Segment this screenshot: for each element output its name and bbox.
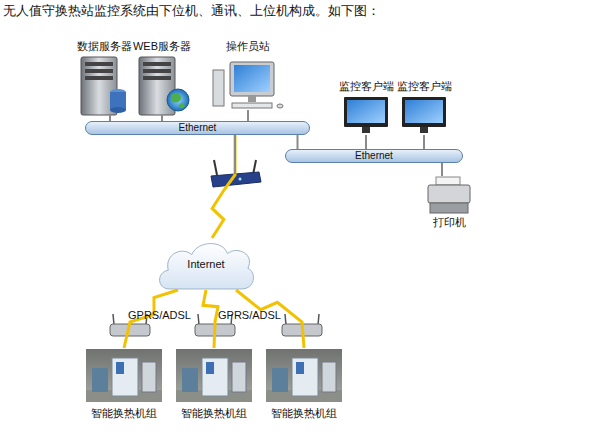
monitor-screen (234, 65, 270, 92)
diagram-title: 无人值守换热站监控系统由下位机、通讯、上位机构成。如下图： (3, 3, 380, 19)
wireless-link (212, 135, 235, 238)
monitor-frame (402, 97, 446, 127)
unit-node: 智能换热机组 (265, 348, 343, 420)
node-label: Internet (187, 258, 224, 271)
monitor-frame (230, 62, 274, 96)
server-icon (139, 57, 189, 115)
pc-tower (213, 70, 224, 106)
monitor-stand (248, 96, 256, 102)
wireless-link (203, 290, 218, 348)
ethernet-bus: Ethernet (85, 121, 310, 135)
unit-cabinet (292, 358, 318, 396)
drive-bay (85, 62, 113, 66)
unit-panel (206, 362, 214, 374)
network-cable (423, 135, 425, 149)
unit-node: 智能换热机组 (85, 348, 163, 420)
photo-room (86, 349, 162, 402)
antenna (318, 314, 319, 325)
monitor-screen (347, 100, 385, 123)
printer-tray (430, 203, 468, 213)
network-cable (365, 135, 367, 149)
client-node: 监控客户端 (396, 80, 452, 135)
node-label: Ethernet (355, 150, 393, 162)
globe-land (171, 93, 185, 108)
node-label: 监控客户端 (397, 80, 452, 93)
router-wire (234, 135, 236, 174)
monitor-stand (420, 127, 428, 133)
photo-room (266, 349, 342, 402)
printer-paper (436, 177, 460, 185)
network-cable (247, 110, 249, 121)
printer-icon (428, 177, 470, 213)
unit-pump (92, 368, 108, 392)
monitor-icon (402, 97, 446, 133)
node-label: 操作员站 (226, 40, 270, 53)
server-node: 数据服务器 (73, 40, 135, 115)
node-label: WEB服务器 (133, 40, 191, 53)
drive-bay (85, 69, 113, 73)
database-bottom (110, 107, 126, 113)
unit-panel (296, 362, 304, 374)
node-label: 智能换热机组 (91, 407, 157, 420)
node-label: 数据服务器 (77, 40, 132, 53)
node-label: 打印机 (433, 216, 466, 229)
cloud-shape (160, 244, 254, 289)
workstation-node: 操作员站 (210, 40, 286, 110)
client-node: 监控客户端 (338, 80, 394, 135)
unit-cabinet (112, 358, 138, 396)
monitor-screen (405, 100, 443, 123)
keyboard (232, 103, 272, 108)
monitor-frame (344, 97, 388, 127)
unit-pump (272, 368, 288, 392)
unit-pump (182, 368, 198, 392)
node-label: 监控客户端 (339, 80, 394, 93)
drive-bay (143, 76, 171, 80)
unit-exchanger (232, 362, 246, 392)
globe-symbol (167, 89, 189, 111)
printer-body (428, 185, 470, 203)
internet-cloud: Internet (155, 238, 257, 290)
antenna (214, 160, 217, 175)
unit-exchanger (142, 362, 156, 392)
server-node: WEB服务器 (131, 40, 193, 115)
node-label: 智能换热机组 (181, 407, 247, 420)
unit-node: 智能换热机组 (175, 348, 253, 420)
unit-photo (266, 349, 342, 402)
mouse (277, 104, 283, 108)
unit-panel (116, 362, 124, 374)
antenna (198, 314, 199, 325)
server-icon (81, 57, 126, 115)
drive-bay (143, 62, 171, 66)
printer-node: 打印机 (421, 176, 477, 229)
network-cable (441, 163, 443, 176)
unit-photo (176, 349, 252, 402)
network-cable (297, 135, 299, 149)
node-label: Ethernet (179, 122, 217, 134)
node-label: 智能换热机组 (271, 407, 337, 420)
drive-bay (85, 76, 113, 80)
workstation-icon (213, 62, 283, 108)
unit-exchanger (322, 362, 336, 392)
monitor-stand (362, 127, 370, 133)
device-label: GPRS/ADSL (218, 309, 281, 322)
unit-photo (86, 349, 162, 402)
drive-bay (143, 69, 171, 73)
photo-room (176, 349, 252, 402)
antenna (113, 314, 114, 325)
led (239, 178, 242, 181)
device-label: GPRS/ADSL (128, 309, 191, 322)
monitor-icon (344, 97, 388, 133)
ethernet-bus: Ethernet (285, 149, 463, 163)
antenna (285, 314, 286, 325)
unit-cabinet (202, 358, 228, 396)
